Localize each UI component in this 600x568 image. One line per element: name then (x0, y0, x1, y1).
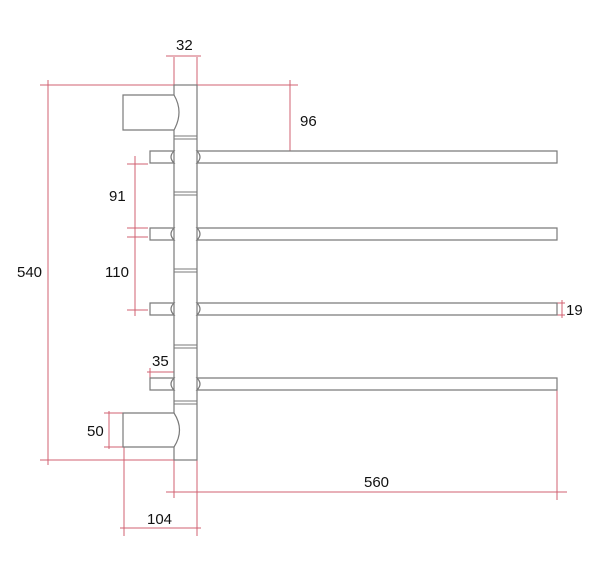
dim-bracket-height: 50 (87, 423, 104, 440)
swivel-rings (174, 135, 197, 405)
towel-bar-1 (149, 150, 558, 164)
dim-bar-spacing-2: 110 (105, 264, 129, 281)
towel-bar-4 (149, 377, 558, 391)
dimension-labels: 32 96 91 540 110 19 35 50 560 104 (17, 37, 583, 528)
dim-post-width: 32 (176, 37, 193, 54)
bottom-wall-bracket (122, 412, 181, 448)
towel-bar-3 (149, 302, 558, 316)
towel-rail-outline (122, 84, 558, 461)
towel-bar-2 (149, 227, 558, 241)
dim-bracket-depth: 104 (147, 511, 172, 528)
dim-bar-diameter: 19 (566, 302, 583, 319)
dim-overall-height: 540 (17, 264, 42, 281)
dim-bar-spacing-1: 91 (109, 188, 126, 205)
dim-bar-length: 560 (364, 474, 389, 491)
dim-stub-length: 35 (152, 353, 169, 370)
dim-top-to-first-bar: 96 (300, 113, 317, 130)
top-wall-bracket (122, 94, 180, 131)
